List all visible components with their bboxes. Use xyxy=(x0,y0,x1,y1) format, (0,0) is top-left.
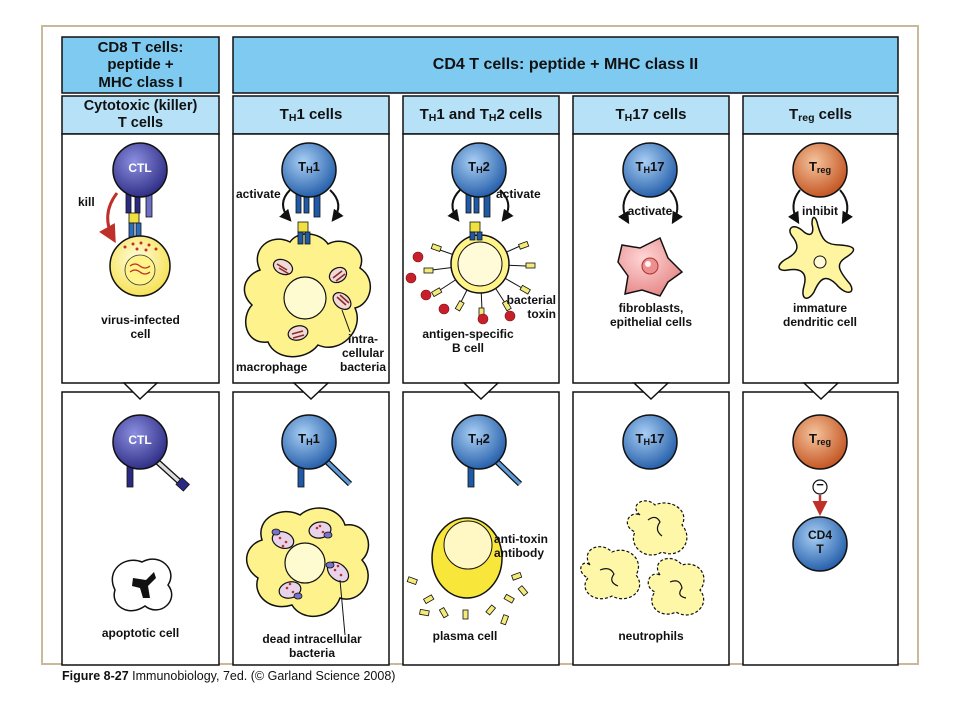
th17-cell-bottom xyxy=(622,414,678,470)
th2-cell-top xyxy=(451,142,507,218)
intracellular-bacteria-label: intra- cellular bacteria xyxy=(339,332,387,374)
ctl-subheader: Cytotoxic (killer) T cells xyxy=(83,98,198,131)
th1-activate-arrow-right xyxy=(329,189,344,222)
th2-activate-label: activate xyxy=(496,187,541,201)
ctl-subheader-box xyxy=(61,95,220,135)
treg-inhibit-arrow-right xyxy=(839,189,854,225)
th1-cell-label-top: TH1 xyxy=(298,159,320,175)
th17-activate-arrow-left xyxy=(617,189,631,225)
th17-cell-top xyxy=(622,142,678,198)
treg-inhibit-arrow-left xyxy=(787,189,801,225)
figure-caption: Figure 8-27 Immunobiology, 7ed. (© Garla… xyxy=(62,669,396,683)
th2-cell-label-top: TH2 xyxy=(468,159,490,175)
cd4-header: CD4 T cells: peptide + MHC class II xyxy=(432,55,699,73)
ctl-cell-label-top: CTL xyxy=(128,161,152,175)
neutrophils xyxy=(580,500,705,616)
minus-icon xyxy=(812,479,828,495)
kill-label: kill xyxy=(78,195,95,209)
dendritic-cell xyxy=(778,216,855,299)
th2-cell-label-bottom: TH2 xyxy=(468,431,490,447)
bacterial-toxin-label: bacterial toxin xyxy=(506,293,556,321)
th1-cell-label-bottom: TH1 xyxy=(298,431,320,447)
th2-subheader: TH1 and TH2 cells xyxy=(419,105,543,124)
cd8-header: CD8 T cells: peptide + MHC class I xyxy=(97,39,184,91)
macrophage xyxy=(243,221,372,358)
apoptotic-cell-label: apoptotic cell xyxy=(101,626,180,640)
minus-sign: − xyxy=(816,477,824,492)
th17-cell-label-top: TH17 xyxy=(635,159,665,175)
fibroblasts-label: fibroblasts, epithelial cells xyxy=(609,301,693,329)
th17-connector xyxy=(632,382,670,401)
treg-inhibit-label: inhibit xyxy=(802,204,838,218)
treg-connector xyxy=(802,382,840,401)
th1-cell-top xyxy=(281,142,337,218)
kill-arrow xyxy=(99,192,119,244)
dead-macrophage xyxy=(246,507,370,636)
th2-cell-bottom xyxy=(451,414,523,488)
macrophage-label: macrophage xyxy=(236,360,308,374)
th1-activate-arrow-left xyxy=(279,189,292,222)
th17-cell-label-bottom: TH17 xyxy=(635,431,665,447)
cd4-t-cell xyxy=(792,516,848,572)
treg-cell-top xyxy=(792,142,848,198)
th1-connector xyxy=(292,382,330,401)
cd4-t-cell-label: CD4 T xyxy=(807,528,832,556)
ctl-cell-bottom xyxy=(112,414,190,492)
virus-infected-cell xyxy=(109,235,171,297)
ctl-cell-top xyxy=(112,142,168,218)
th17-subheader: TH17 cells xyxy=(615,105,687,124)
th1-subheader: TH1 cells xyxy=(279,105,343,124)
treg-cell-bottom xyxy=(792,414,848,470)
dendritic-cell-label: immature dendritic cell xyxy=(782,301,858,329)
th1-activate-label: activate xyxy=(236,187,281,201)
treg-cell-label-bottom: Treg xyxy=(808,431,832,447)
neutrophils-label: neutrophils xyxy=(618,629,684,643)
th2-connector xyxy=(462,382,500,401)
th17-activate-arrow-right xyxy=(669,189,684,225)
th1-cell-bottom xyxy=(281,414,353,488)
th2-activate-arrow-left xyxy=(447,189,461,222)
th17-activate-label: activate xyxy=(627,204,673,218)
dead-bacteria-label: dead intracellular bacteria xyxy=(262,632,362,660)
b-cell-top xyxy=(405,221,536,325)
cd8-header-box xyxy=(61,36,220,94)
plasma-cell-label: plasma cell xyxy=(432,629,498,643)
fibroblast xyxy=(617,236,684,297)
b-cell-label: antigen-specific B cell xyxy=(422,327,514,355)
plasma-cell xyxy=(406,517,529,626)
treg-subheader: Treg cells xyxy=(788,105,853,124)
apoptotic-cell xyxy=(111,558,173,612)
anti-toxin-antibody-label: anti-toxin antibody xyxy=(494,532,548,560)
th2-subheader-box xyxy=(402,95,560,135)
cd4-header-box xyxy=(232,36,899,94)
ctl-cell-label-bottom: CTL xyxy=(128,433,152,447)
treg-cell-label-top: Treg xyxy=(808,159,832,175)
th2-activate-arrow-right xyxy=(499,189,514,222)
virus-infected-label: virus-infected cell xyxy=(101,313,180,341)
ctl-connector xyxy=(122,382,159,401)
treg-subheader-box xyxy=(742,95,899,135)
